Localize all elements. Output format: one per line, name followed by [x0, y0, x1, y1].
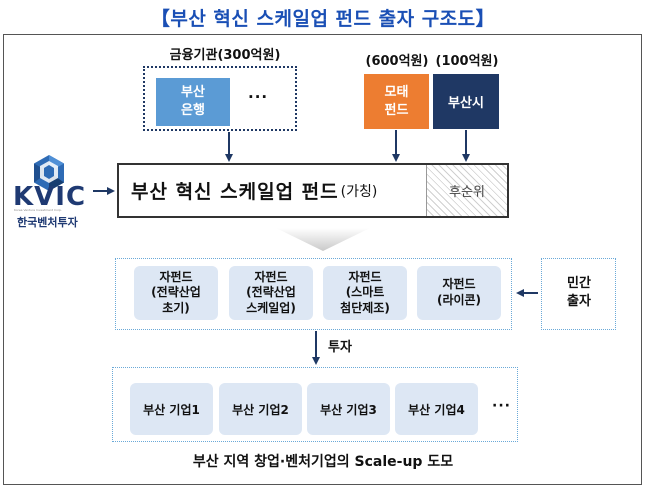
company-box-4: 부산 기업4 [395, 383, 478, 435]
main-fund-box: 부산 혁신 스케일업 펀드(가칭) 후순위 [117, 163, 509, 218]
mother-fund-amount: (600억원) [365, 54, 429, 69]
mother-fund-box: 모태 펀드 [364, 74, 429, 129]
company-box-2: 부산 기업2 [219, 383, 302, 435]
financial-institutions-ellipsis: ··· [248, 88, 269, 106]
diagram-title: 【부산 혁신 스케일업 펀드 출자 구조도】 [150, 8, 496, 30]
diagram-frame [3, 34, 642, 485]
downward-chevron-icon [276, 228, 370, 251]
busan-city-amount: (100억원) [435, 54, 499, 69]
sub-funds-group [115, 258, 512, 330]
kvic-logo-text: KVIC [13, 182, 87, 212]
financial-institutions-label: 금융기관(300억원) [169, 48, 281, 63]
private-investment-group [541, 258, 616, 330]
company-box-1: 부산 기업1 [130, 383, 213, 435]
companies-ellipsis: ··· [492, 398, 511, 414]
main-fund-name: 부산 혁신 스케일업 펀드(가칭) [131, 165, 377, 216]
main-fund-name-suffix: (가칭) [340, 183, 378, 200]
sub-fund-strategic-early: 자펀드 (전략산업 초기) [134, 266, 218, 320]
main-fund-name-text: 부산 혁신 스케일업 펀드 [131, 181, 339, 203]
company-box-3: 부산 기업3 [307, 383, 390, 435]
sub-fund-strategic-scaleup: 자펀드 (전략산업 스케일업) [229, 266, 313, 320]
sub-fund-smart-manufacturing: 자펀드 (스마트 첨단제조) [323, 266, 407, 320]
kvic-korean-name: 한국벤처투자 [17, 216, 78, 229]
investment-label: 투자 [328, 340, 352, 355]
companies-group [112, 367, 518, 442]
financial-institutions-group [143, 66, 297, 131]
sub-fund-licorn: 자펀드 (라이콘) [417, 266, 501, 320]
junior-tranche: 후순위 [426, 165, 507, 216]
kvic-english-name: Korea Venture Investment Corp. [14, 208, 63, 212]
kvic-logo-icon [34, 155, 64, 191]
busan-city-box: 부산시 [433, 74, 499, 129]
diagram-caption: 부산 지역 창업·벤처기업의 Scale-up 도모 [192, 454, 454, 470]
busan-bank-box: 부산 은행 [156, 78, 230, 126]
private-investment-box: 민간 출자 [567, 275, 591, 309]
